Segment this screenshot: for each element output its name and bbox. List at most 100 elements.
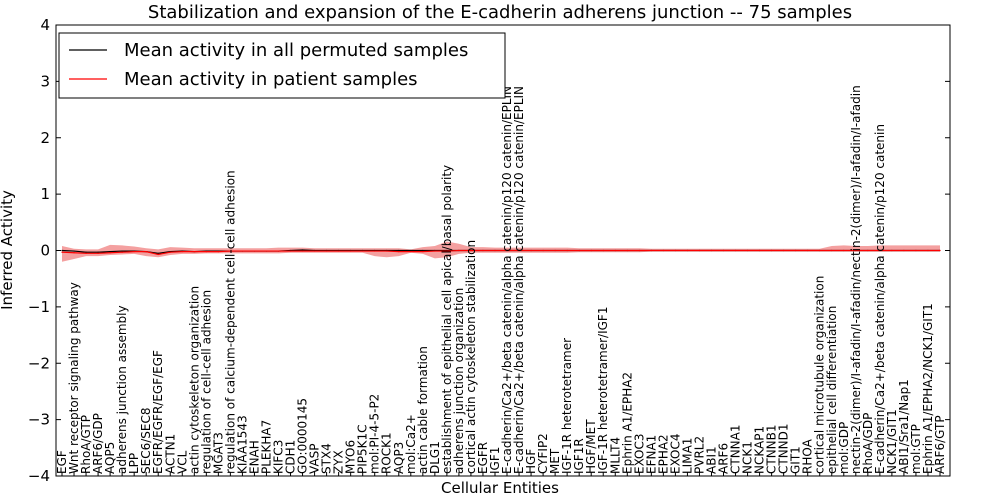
- point-patient-49: [650, 249, 652, 252]
- x-tick-label-59: CTNNB1: [765, 424, 779, 474]
- x-tick-label-43: IGF1R: [572, 438, 586, 474]
- point-patient-53: [698, 249, 701, 252]
- series-line-patient: [61, 249, 940, 256]
- x-tick-label-70: ABI1/Sra1/Nap1: [897, 379, 911, 474]
- x-tick-label-69: NCK1/GIT1: [885, 409, 899, 474]
- point-permuted-8: [157, 252, 159, 254]
- point-patient-47: [626, 249, 628, 252]
- point-patient-29: [410, 251, 412, 253]
- point-patient-30: [422, 251, 424, 253]
- x-tick-label-46: MLLT4: [608, 437, 622, 474]
- point-patient-39: [530, 249, 532, 252]
- point-patient-61: [795, 249, 797, 252]
- x-tick-label-65: mol:GDP: [837, 422, 851, 474]
- point-patient-28: [398, 251, 400, 253]
- x-tick-label-38: E-cadherin/Ca2+/beta catenin/alpha caten…: [512, 86, 526, 474]
- x-tick-label-2: RhoA/GTP: [79, 415, 93, 474]
- legend-box: [58, 32, 506, 99]
- point-patient-43: [578, 249, 580, 252]
- point-patient-62: [807, 249, 809, 252]
- point-patient-2: [85, 252, 87, 254]
- y-tick-label-5: 1: [40, 185, 50, 203]
- point-permuted-3: [97, 251, 99, 253]
- point-patient-11: [193, 251, 195, 253]
- point-patient-67: [867, 249, 869, 252]
- point-patient-25: [362, 250, 364, 252]
- point-patient-10: [181, 251, 183, 253]
- point-patient-0: [61, 251, 63, 253]
- point-permuted-28: [398, 249, 400, 252]
- x-tick-label-71: mol:GTP: [909, 424, 923, 474]
- point-patient-8: [157, 253, 159, 256]
- point-patient-65: [843, 249, 845, 252]
- point-patient-9: [169, 251, 171, 253]
- point-patient-7: [145, 251, 147, 253]
- point-patient-36: [494, 249, 496, 252]
- point-patient-21: [313, 250, 316, 252]
- x-tick-label-23: ZYX: [332, 450, 346, 474]
- x-tick-label-67: RhoA/GDP: [861, 413, 875, 474]
- x-tick-label-61: GIT1: [789, 446, 803, 474]
- x-tick-label-9: ACTN1: [163, 434, 177, 474]
- point-patient-42: [566, 249, 568, 252]
- point-patient-4: [109, 252, 111, 254]
- x-tick-label-13: MGAT3: [211, 432, 225, 474]
- x-tick-label-58: NCKAP1: [753, 426, 767, 474]
- x-tick-label-12: regulation of cell-cell adhesion: [199, 290, 213, 474]
- x-tick-label-8: EGFR/EGFR/EGF/EGF: [151, 350, 165, 474]
- x-tick-label-44: HGF/MET: [584, 419, 598, 474]
- point-patient-64: [831, 249, 833, 252]
- x-tick-label-66: nectin-2(dimer)/I-afadin/I-afadin/nectin…: [849, 85, 863, 474]
- point-patient-52: [686, 249, 689, 252]
- x-tick-label-37: E-cadherin/Ca2+/beta catenin/alpha caten…: [500, 86, 514, 474]
- legend-label-permuted: Mean activity in all permuted samples: [124, 40, 468, 61]
- x-tick-label-42: IGF-1R heterotetramer: [560, 338, 574, 474]
- point-patient-23: [338, 250, 340, 252]
- point-patient-31: [434, 250, 436, 252]
- x-tick-label-40: CYFIP2: [536, 433, 550, 474]
- point-patient-68: [879, 249, 881, 252]
- x-tick-label-41: MET: [548, 448, 562, 474]
- point-permuted-1: [73, 250, 75, 252]
- x-tick-label-0: EGF: [55, 450, 69, 474]
- point-patient-24: [350, 250, 352, 252]
- x-tick-label-19: CDH1: [284, 440, 298, 474]
- x-tick-label-53: PVRL2: [692, 436, 706, 474]
- point-permuted-29: [410, 249, 412, 252]
- point-patient-14: [229, 250, 231, 252]
- point-patient-72: [927, 249, 929, 252]
- x-tick-label-47: Ephrin A1/EPHA2: [620, 372, 634, 474]
- point-patient-1: [73, 252, 75, 254]
- point-patient-51: [674, 249, 677, 252]
- x-tick-label-5: adherens junction assembly: [115, 305, 129, 474]
- point-patient-69: [891, 249, 893, 252]
- x-tick-label-34: cortical actin cytoskeleton stabilizatio…: [464, 240, 478, 474]
- point-patient-48: [638, 249, 640, 252]
- y-axis-title: Inferred Activity: [0, 190, 16, 310]
- point-patient-71: [915, 249, 917, 252]
- point-patient-35: [482, 249, 484, 252]
- point-patient-33: [458, 249, 460, 252]
- point-patient-40: [542, 249, 544, 252]
- x-tick-label-11: actin cytoskeleton organization: [187, 286, 201, 474]
- point-patient-32: [446, 250, 448, 252]
- point-patient-15: [241, 250, 244, 252]
- point-patient-63: [819, 249, 821, 252]
- legend: Mean activity in all permuted samples Me…: [58, 32, 506, 99]
- point-patient-5: [121, 251, 123, 253]
- x-tick-label-63: cortical microtubule organization: [813, 276, 827, 474]
- y-tick-label-4: 0: [40, 242, 50, 260]
- x-tick-label-31: DLG1: [428, 441, 442, 474]
- x-tick-label-72: Ephrin A1/EPHA2/NCK1/GIT1: [921, 303, 935, 474]
- x-tick-label-27: ROCK1: [380, 432, 394, 474]
- x-tick-label-39: HGF: [524, 449, 538, 474]
- point-patient-19: [289, 250, 292, 252]
- x-tick-label-15: KIAA1543: [235, 415, 249, 474]
- x-tick-label-20: GO:0000145: [296, 398, 310, 474]
- point-patient-18: [277, 250, 280, 252]
- point-patient-50: [662, 249, 664, 252]
- x-axis-title: Cellular Entities: [441, 479, 559, 497]
- x-tick-label-7: SEC6/SEC8: [139, 408, 153, 474]
- point-patient-45: [602, 249, 604, 252]
